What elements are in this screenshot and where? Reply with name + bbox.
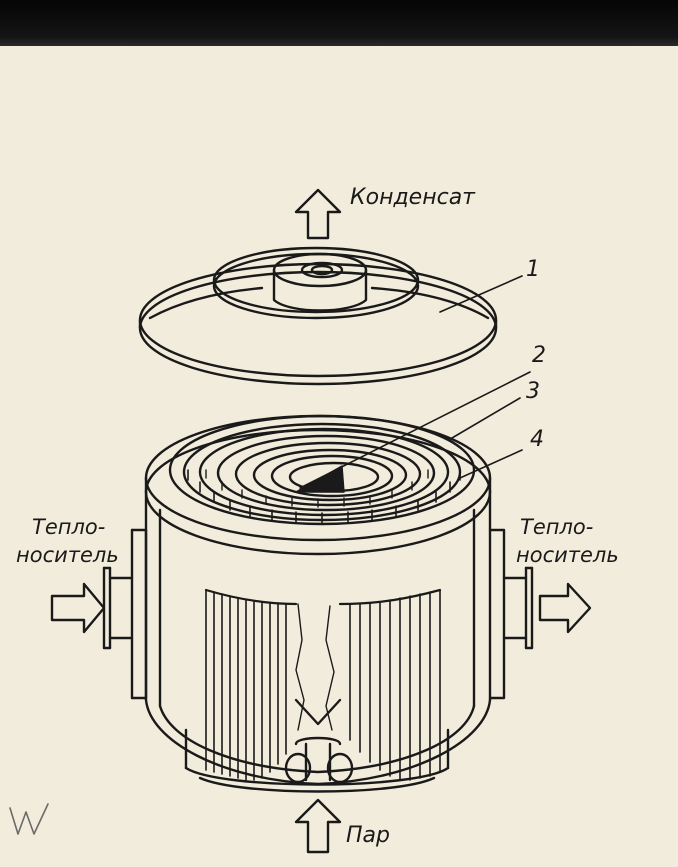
right-coolant-nozzle	[488, 528, 534, 700]
coolant-right-label-line1: Тепло-	[520, 515, 593, 539]
central-divider	[294, 698, 342, 726]
housing-body	[144, 490, 492, 793]
coolant-outlet-arrow-icon	[538, 582, 592, 634]
callout-1: 1	[526, 257, 540, 282]
lid-cover	[138, 246, 498, 386]
callout-4: 4	[530, 427, 544, 452]
callout-3: 3	[526, 379, 540, 404]
coolant-right-label-line2: носитель	[516, 543, 619, 567]
cutaway-plates-left	[204, 588, 298, 781]
spiral-core	[144, 414, 492, 556]
left-coolant-nozzle	[102, 528, 148, 700]
callout-2: 2	[532, 343, 546, 368]
coolant-left-label-line2: носитель	[16, 543, 119, 567]
steam-label: Пар	[346, 823, 390, 848]
coolant-inlet-arrow-icon	[50, 582, 106, 634]
callout-leaders	[299, 275, 531, 489]
steam-nozzle	[284, 736, 354, 784]
condensate-arrow-icon	[294, 188, 342, 240]
scan-top-edge	[0, 0, 678, 46]
cutaway-plates-right	[338, 588, 442, 781]
margin-mark-w	[9, 803, 49, 835]
coolant-left-label-line1: Тепло-	[32, 515, 105, 539]
steam-arrow-icon	[294, 798, 342, 854]
condensate-label: Конденсат	[350, 185, 476, 210]
